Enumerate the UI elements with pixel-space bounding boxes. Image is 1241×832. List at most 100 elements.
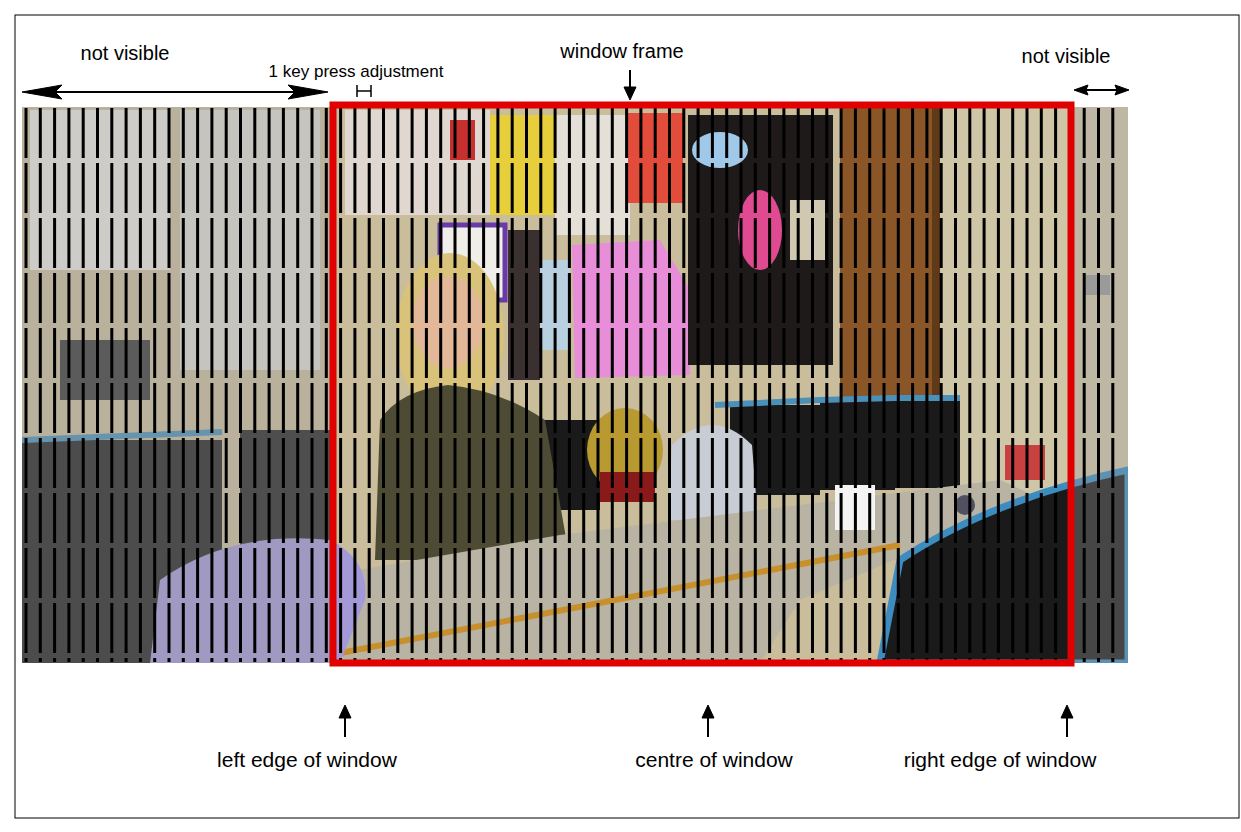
stripe (282, 108, 285, 662)
stripe (225, 108, 228, 662)
stripe (968, 108, 971, 662)
stripe (325, 108, 328, 662)
stripe (825, 108, 828, 662)
pointer-arrow (344, 716, 346, 737)
stripe (611, 108, 614, 662)
stripe (339, 108, 342, 662)
stripe (110, 108, 113, 662)
stripe (168, 108, 171, 662)
step-bracket (370, 85, 372, 97)
annotation-arrows (22, 70, 1129, 737)
position-label: left edge of window (217, 748, 397, 772)
stripe (725, 108, 728, 662)
position-label: right edge of window (904, 748, 1097, 772)
room-photo (22, 107, 1128, 663)
stripe (1083, 108, 1086, 662)
stripe (925, 108, 928, 662)
stripe (740, 108, 743, 662)
arrow-head (1115, 85, 1129, 95)
stripe (353, 108, 356, 662)
range-arrow (1085, 89, 1118, 91)
stripe (568, 108, 571, 662)
stripe (525, 108, 528, 662)
range-arrow (50, 91, 300, 93)
stripe (210, 108, 213, 662)
poster-detail (790, 200, 825, 260)
stripe (639, 108, 642, 662)
stripe (625, 108, 628, 662)
stripe-grating (26, 108, 1113, 662)
position-label: centre of window (635, 748, 793, 772)
stripe (768, 108, 771, 662)
pointer-arrow (1066, 716, 1068, 737)
range-label: not visible (1022, 45, 1111, 68)
stripe (125, 108, 128, 662)
stripe (468, 108, 471, 662)
stripe (153, 108, 156, 662)
frame-label: window frame (560, 40, 683, 63)
stripe (1111, 108, 1114, 662)
snack-bag (1005, 445, 1045, 480)
stripe (482, 108, 485, 662)
stripe (539, 108, 542, 662)
poster (555, 115, 630, 235)
stripe (425, 108, 428, 662)
stripe (139, 108, 142, 662)
stripe (668, 108, 671, 662)
stripe (396, 108, 399, 662)
pointer-arrow (707, 716, 709, 737)
stripe (954, 108, 957, 662)
hidden-area-dim (1071, 107, 1128, 663)
face (412, 276, 484, 368)
stripe (1011, 108, 1014, 662)
stripe (182, 108, 185, 662)
poster (490, 115, 555, 215)
stripe (496, 108, 499, 662)
table-edge (330, 545, 900, 655)
stripe (554, 108, 557, 662)
stripe (1026, 108, 1029, 662)
stripe (897, 108, 900, 662)
arrow-head (1061, 705, 1073, 718)
stripe (25, 108, 28, 662)
stripe (1097, 108, 1100, 662)
stripe (911, 108, 914, 662)
stripe (697, 108, 700, 662)
range-label: not visible (81, 42, 170, 65)
wall (22, 107, 1128, 663)
step-bracket (356, 85, 358, 97)
stripe (597, 108, 600, 662)
stripe (511, 108, 514, 662)
stripe (368, 108, 371, 662)
stripe (811, 108, 814, 662)
stripe (782, 108, 785, 662)
stripe (940, 108, 943, 662)
stripe (754, 108, 757, 662)
stripe (654, 108, 657, 662)
stripe (997, 108, 1000, 662)
stripe (268, 108, 271, 662)
stripe (196, 108, 199, 662)
stripe (96, 108, 99, 662)
arrow-head (702, 705, 714, 718)
figure-border (15, 15, 1239, 818)
chair-frame (715, 398, 960, 405)
stripe (797, 108, 800, 662)
arrow-head (624, 87, 636, 100)
stripe (868, 108, 871, 662)
stripe (253, 108, 256, 662)
ball (955, 495, 975, 515)
stripe (682, 108, 685, 662)
step-bracket (357, 90, 371, 92)
stripe (39, 108, 42, 662)
stripe (311, 108, 314, 662)
stripe (454, 108, 457, 662)
arrow-head (22, 85, 62, 99)
stripe (840, 108, 843, 662)
hidden-area-dim (22, 107, 333, 663)
stripe (1040, 108, 1043, 662)
stripe (82, 108, 85, 662)
stripe (296, 108, 299, 662)
stripe (67, 108, 70, 662)
